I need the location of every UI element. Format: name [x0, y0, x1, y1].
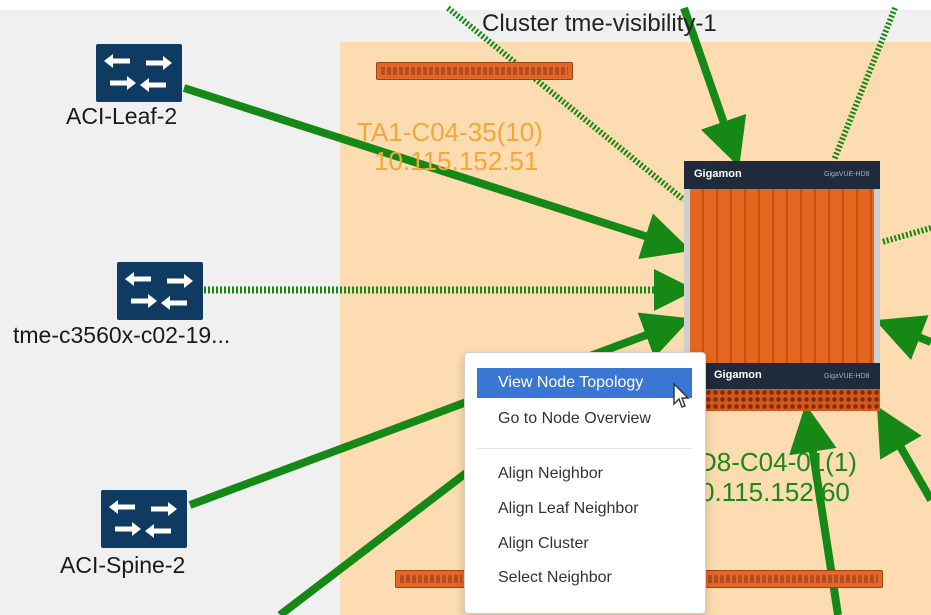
device-b-name: D8-C04-01(1) — [698, 447, 857, 477]
link-leaf — [182, 84, 692, 260]
rack-device-bottom-left-icon[interactable] — [395, 570, 467, 588]
menu-item-view-node-topology[interactable]: View Node Topology — [477, 368, 692, 398]
link-dashed-right — [881, 225, 931, 245]
chassis-line-cards — [684, 189, 880, 363]
node-label-tme-c3560x[interactable]: tme-c3560x-c02-19... — [13, 322, 231, 348]
link-right-mid — [875, 315, 931, 360]
chassis-brand: Gigamon — [694, 168, 742, 180]
port-row — [708, 575, 878, 583]
port-row — [381, 67, 568, 75]
port-row — [400, 575, 462, 583]
chassis-model: GigaVUE-HD8 — [824, 171, 870, 178]
menu-item-align-neighbor[interactable]: Align Neighbor — [498, 465, 603, 482]
chassis-mid-panel: Gigamon GigaVUE-HD8 — [684, 363, 880, 389]
chassis-fan-grille — [684, 389, 880, 411]
cluster-title: Cluster tme-visibility-1 — [482, 10, 717, 37]
device-a-ip: 10.115.152.51 — [374, 146, 539, 176]
top-strip — [0, 0, 931, 10]
menu-item-align-leaf-neighbor[interactable]: Align Leaf Neighbor — [498, 500, 639, 517]
node-label-aci-leaf-2[interactable]: ACI-Leaf-2 — [66, 103, 178, 129]
rack-device-bottom-right-icon[interactable] — [703, 570, 883, 588]
menu-item-align-cluster[interactable]: Align Cluster — [498, 535, 589, 552]
menu-item-go-to-node-overview[interactable]: Go to Node Overview — [498, 410, 651, 427]
device-b-ip: 0.115.152.60 — [700, 477, 850, 507]
link-dashed-top-right — [831, 6, 898, 162]
menu-item-select-neighbor[interactable]: Select Neighbor — [498, 569, 612, 586]
node-label-aci-spine-2[interactable]: ACI-Spine-2 — [60, 552, 186, 578]
chassis-model-lower: GigaVUE-HD8 — [824, 373, 870, 380]
menu-separator — [477, 448, 692, 449]
switch-arrows-icon[interactable] — [117, 262, 203, 320]
link-dashed-top-left — [446, 5, 686, 203]
chassis-top-panel: Gigamon GigaVUE-HD8 — [684, 161, 880, 189]
link-bottom-left — [277, 466, 473, 615]
link-top-center — [680, 6, 747, 168]
device-a-name: TA1-C04-35(10) — [357, 117, 543, 147]
switch-arrows-icon[interactable] — [96, 44, 182, 102]
gigamon-chassis[interactable]: Gigamon GigaVUE-HD8 Gigamon GigaVUE-HD8 — [684, 161, 880, 411]
switch-arrows-icon[interactable] — [101, 490, 187, 548]
context-menu: View Node Topology Go to Node Overview A… — [464, 352, 706, 614]
mouse-cursor-icon — [673, 382, 690, 408]
device-ta1-rack-icon[interactable] — [376, 62, 573, 80]
link-bottom-right — [877, 406, 931, 502]
chassis-brand-lower: Gigamon — [714, 369, 762, 381]
